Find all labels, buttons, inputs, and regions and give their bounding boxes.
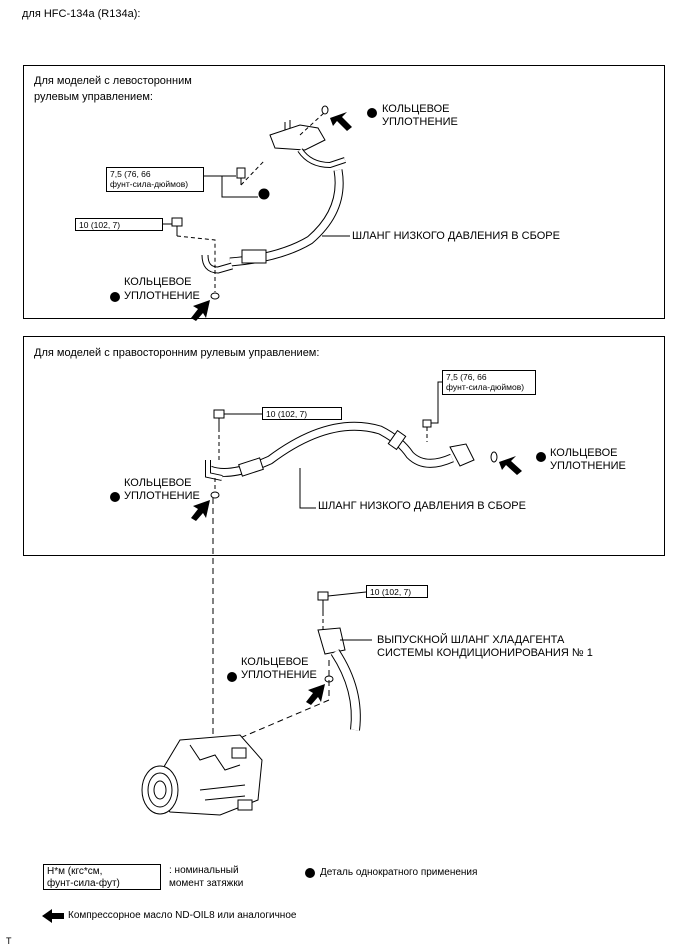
lhd-hose-drawing (163, 105, 350, 300)
oring-label-line1: КОЛЬЦЕВОЕ (124, 477, 192, 489)
torque-spec-value: 10 (102, 7) (79, 220, 121, 230)
page-title: для HFC-134a (R134a): (22, 8, 141, 20)
oring-label-line2: УПЛОТНЕНИЕ (241, 669, 317, 681)
legend-nonreusable-text: Деталь однократного применения (320, 867, 478, 878)
bolt-icon (171, 217, 183, 236)
bolt-icon (422, 419, 432, 428)
oil-arrow-icon (306, 684, 325, 705)
legend-torque-desc-line2: момент затяжки (169, 878, 244, 889)
oring-label-line2: УПЛОТНЕНИЕ (124, 490, 200, 502)
non-reusable-part-icon (536, 452, 546, 462)
oring-label-line2: УПЛОТНЕНИЕ (382, 116, 458, 128)
torque-spec-line2: фунт-сила-дюймов) (446, 382, 525, 392)
rhd-hose-drawing (205, 381, 498, 735)
legend-torque-box: Н*м (кгс*см, фунт-сила-фут) (43, 864, 161, 890)
legend-torque-box-line2: фунт-сила-фут) (47, 878, 120, 889)
non-reusable-part-icon (110, 492, 120, 502)
bolt-icon (236, 167, 246, 185)
torque-spec-line2: фунт-сила-дюймов) (110, 179, 189, 189)
oring-label-line1: КОЛЬЦЕВОЕ (241, 656, 309, 668)
non-reusable-part-icon (227, 672, 237, 682)
oil-arrow-icon (191, 456, 522, 521)
oring-label-line1: КОЛЬЦЕВОЕ (550, 447, 618, 459)
hose-assembly-label: ШЛАНГ НИЗКОГО ДАВЛЕНИЯ В СБОРЕ (352, 230, 560, 242)
nut-icon (258, 188, 270, 200)
legend-torque-desc-line1: : номинальный (169, 865, 239, 876)
non-reusable-part-icon (110, 292, 120, 302)
oring-label-line1: КОЛЬЦЕВОЕ (124, 276, 192, 288)
torque-spec-line1: 7,5 (76, 66 (446, 372, 487, 382)
panel-rhd-title: Для моделей с правосторонним рулевым упр… (34, 347, 320, 359)
panel-lhd (23, 65, 665, 319)
panel-rhd (23, 336, 665, 556)
discharge-hose-label-line1: ВЫПУСКНОЙ ШЛАНГ ХЛАДАГЕНТА (377, 634, 565, 646)
oring-label-line2: УПЛОТНЕНИЕ (550, 460, 626, 472)
legend-oil-text: Компрессорное масло ND-OIL8 или аналогич… (68, 910, 297, 921)
bolt-icon (213, 409, 225, 428)
legend-torque-box-line1: Н*м (кгс*см, (47, 866, 103, 877)
torque-spec-box: 7,5 (76, 66 фунт-сила-дюймов) (106, 167, 204, 192)
non-reusable-part-icon (367, 108, 377, 118)
torque-spec-value: 10 (102, 7) (370, 587, 412, 597)
oil-arrow-icon (42, 909, 64, 923)
torque-spec-line1: 7,5 (76, 66 (110, 169, 151, 179)
torque-spec-box: 7,5 (76, 66 фунт-сила-дюймов) (442, 370, 536, 395)
torque-spec-value: 10 (102, 7) (266, 409, 308, 419)
panel-lhd-title-line1: Для моделей с левосторонним (34, 75, 192, 87)
hose-assembly-label: ШЛАНГ НИЗКОГО ДАВЛЕНИЯ В СБОРЕ (318, 500, 526, 512)
compressor-drawing (141, 734, 263, 816)
discharge-hose-label-line2: СИСТЕМЫ КОНДИЦИОНИРОВАНИЯ № 1 (377, 647, 593, 659)
torque-spec-box: 10 (102, 7) (75, 218, 163, 231)
non-reusable-part-icon (305, 868, 315, 878)
oil-arrow-icon (191, 112, 352, 321)
torque-spec-box: 10 (102, 7) (366, 585, 428, 598)
oring-label-line1: КОЛЬЦЕВОЕ (382, 103, 450, 115)
torque-spec-box: 10 (102, 7) (262, 407, 342, 420)
oring-label-line2: УПЛОТНЕНИЕ (124, 290, 200, 302)
bolt-icon (317, 591, 329, 612)
corner-mark: T (6, 936, 12, 946)
discharge-hose-drawing (239, 591, 372, 739)
panel-lhd-title-line2: рулевым управлением: (34, 91, 153, 103)
